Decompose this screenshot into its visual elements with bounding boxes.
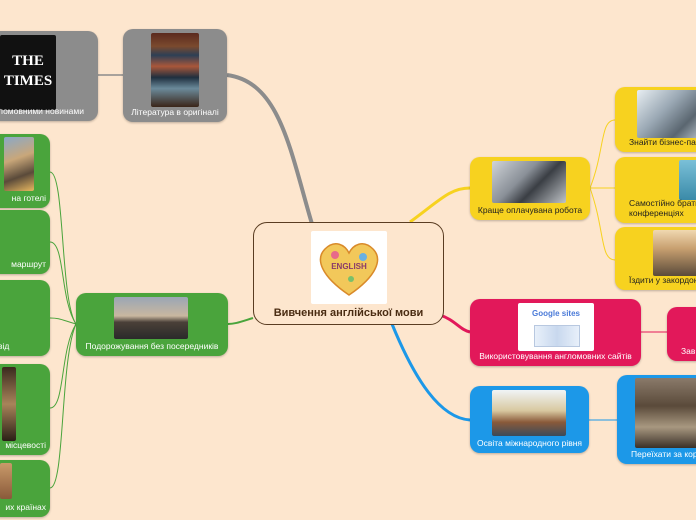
travel-label: Подорожування без посередників: [85, 341, 219, 351]
countries-image: [0, 463, 12, 499]
link-travel-countries: [49, 323, 77, 489]
link-central-literature: [226, 73, 314, 225]
sites-node[interactable]: Google sites Використовування англомовни…: [470, 299, 641, 366]
city-image: [114, 297, 188, 339]
english-text: ENGLISH: [331, 262, 367, 271]
conference-image: [679, 160, 696, 200]
times-logo-line1: THE: [12, 53, 44, 69]
guide-label: від: [0, 341, 10, 351]
guide-node[interactable]: від: [0, 280, 50, 356]
job-label: Краще оплачувана робота: [477, 205, 583, 215]
hotel-node[interactable]: на готелі: [0, 134, 50, 208]
conferences-node[interactable]: Самостійно брати конференціях: [615, 157, 696, 223]
conferences-label: Самостійно брати: [629, 198, 696, 208]
hotel-image: [4, 137, 34, 191]
travel-node[interactable]: Подорожування без посередників: [76, 293, 228, 356]
google-sites-image: Google sites: [518, 303, 594, 351]
countries-label: их країнах: [5, 502, 46, 512]
hotel-label: на готелі: [11, 193, 46, 203]
education-node[interactable]: Освіта міжнародного рівня: [470, 386, 589, 453]
locals-label: місцевості: [5, 440, 46, 450]
link-travel-hotel: [49, 171, 77, 325]
partners-label: Знайти бізнес-парт: [629, 137, 696, 147]
graduation-image: [492, 390, 566, 436]
link-central-travel: [227, 317, 254, 325]
education-label: Освіта міжнародного рівня: [476, 438, 583, 448]
literature-label: Література в оригіналі: [131, 107, 219, 117]
times-logo-line2: TIMES: [3, 73, 53, 89]
airport-image: [653, 230, 696, 276]
route-node[interactable]: маршрут: [0, 210, 50, 274]
office-image: [492, 161, 566, 203]
link-central-education: [390, 323, 471, 422]
english-heart-image: ENGLISH: [311, 231, 387, 304]
locals-node[interactable]: місцевості: [0, 364, 50, 455]
link-central-sites: [439, 313, 471, 334]
literature-node[interactable]: Література в оригіналі: [123, 29, 227, 122]
link-job-partners: [589, 119, 616, 189]
heart-icon: [319, 243, 379, 296]
move-label: Переїхати за корд: [631, 449, 696, 459]
move-node[interactable]: Переїхати за корд: [617, 375, 696, 464]
route-label: маршрут: [11, 259, 46, 269]
conferences-label-2: конференціях: [629, 208, 684, 218]
street-image: [635, 378, 696, 448]
central-title: Вивчення англійської мови: [273, 307, 424, 319]
google-sites-pages: [534, 325, 580, 347]
link-job-abroad: [589, 187, 616, 261]
countries-node[interactable]: их країнах: [0, 460, 50, 517]
locals-image: [2, 367, 16, 441]
abroad-node[interactable]: Їздити у закордон: [615, 227, 696, 290]
link-travel-route: [49, 241, 77, 325]
partners-node[interactable]: Знайти бізнес-парт: [615, 87, 696, 152]
pink-child-label: Зав: [681, 346, 696, 356]
news-node[interactable]: THE TIMES англомовними новинами: [0, 31, 98, 121]
news-label: англомовними новинами: [0, 106, 84, 116]
central-topic[interactable]: ENGLISH Вивчення англійської мови: [253, 222, 444, 325]
link-travel-guide: [49, 317, 77, 325]
abroad-label: Їздити у закордон: [629, 275, 696, 285]
handshake-image: [637, 90, 696, 138]
job-node[interactable]: Краще оплачувана робота: [470, 157, 590, 220]
pink-child-node[interactable]: Зав: [667, 307, 696, 361]
times-logo-image: THE TIMES: [0, 35, 56, 110]
google-sites-logo: Google sites: [531, 309, 580, 318]
link-travel-locals: [49, 323, 77, 409]
link-central-job: [409, 186, 471, 224]
books-image: [151, 33, 199, 107]
sites-label: Використовування англомовних сайтів: [479, 351, 632, 361]
